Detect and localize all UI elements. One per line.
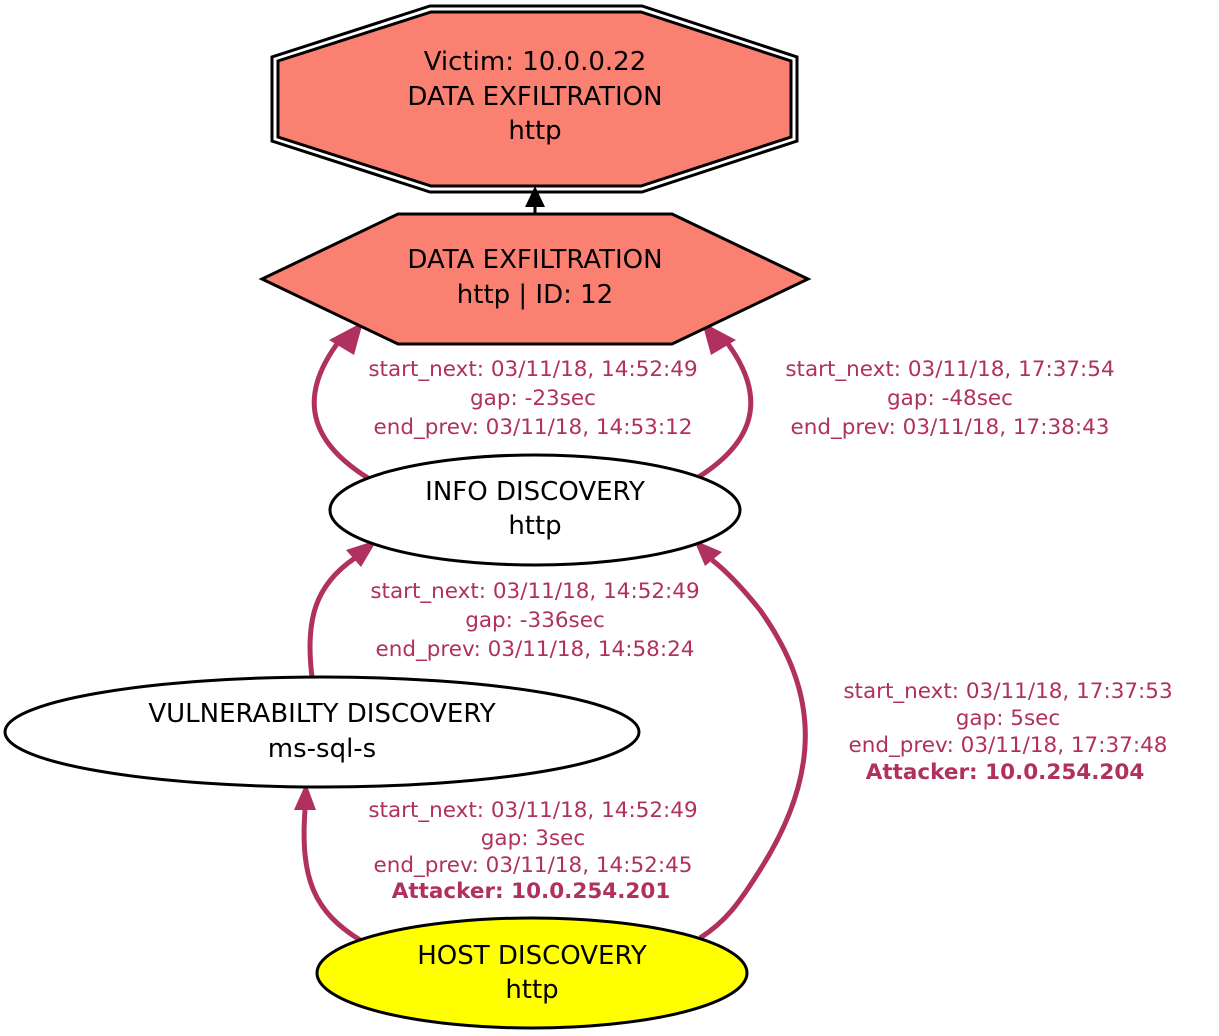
label-vuln-to-info: start_next: 03/11/18, 14:52:49 gap: -336… [370,579,699,662]
vuln-line-1: VULNERABILTY DISCOVERY [148,699,495,729]
label-end-prev: end_prev: 03/11/18, 14:58:24 [376,637,695,662]
label-info-to-exfil-right: start_next: 03/11/18, 17:37:54 gap: -48s… [785,357,1114,440]
node-data-exfiltration[interactable]: DATA EXFILTRATION http | ID: 12 [258,212,812,346]
victim-line-1: Victim: 10.0.0.22 [424,47,647,77]
edge-host-to-info [694,540,808,941]
label-gap: gap: 3sec [481,826,585,851]
info-line-1: INFO DISCOVERY [425,477,645,507]
exfil-line-2: http | ID: 12 [457,280,613,310]
label-host-to-vuln: start_next: 03/11/18, 14:52:49 gap: 3sec… [368,798,697,904]
info-line-2: http [508,511,561,541]
vuln-line-2: ms-sql-s [268,734,376,764]
label-start-next: start_next: 03/11/18, 14:52:49 [368,798,697,823]
label-start-next: start_next: 03/11/18, 17:37:54 [785,357,1114,382]
label-attacker: Attacker: 10.0.254.204 [866,760,1145,785]
victim-line-3: http [508,116,561,146]
label-end-prev: end_prev: 03/11/18, 17:37:48 [849,733,1168,758]
label-start-next: start_next: 03/11/18, 17:37:53 [843,679,1172,704]
label-gap: gap: -336sec [465,608,605,633]
label-end-prev: end_prev: 03/11/18, 14:52:45 [374,853,693,878]
label-end-prev: end_prev: 03/11/18, 17:38:43 [791,415,1110,440]
node-host-discovery[interactable]: HOST DISCOVERY http [315,916,749,1030]
victim-line-2: DATA EXFILTRATION [407,82,662,112]
label-start-next: start_next: 03/11/18, 14:52:49 [368,357,697,382]
label-start-next: start_next: 03/11/18, 14:52:49 [370,579,699,604]
label-gap: gap: -48sec [887,386,1013,411]
label-gap: gap: -23sec [470,386,596,411]
edge-vuln-to-info [307,540,377,678]
label-host-to-info: start_next: 03/11/18, 17:37:53 gap: 5sec… [843,679,1172,785]
label-attacker: Attacker: 10.0.254.201 [392,879,671,904]
edge-exfil-to-victim [525,186,545,213]
node-victim[interactable]: Victim: 10.0.0.22 DATA EXFILTRATION http [270,4,799,194]
label-gap: gap: 5sec [956,706,1060,731]
node-vulnerability-discovery[interactable]: VULNERABILTY DISCOVERY ms-sql-s [3,675,641,789]
edge-info-to-exfil-right [695,322,754,481]
host-line-1: HOST DISCOVERY [417,941,647,971]
host-line-2: http [505,975,558,1005]
label-end-prev: end_prev: 03/11/18, 14:53:12 [374,415,693,440]
edge-host-to-vuln [294,783,362,943]
edge-info-to-exfil-left [311,322,370,481]
label-info-to-exfil-left: start_next: 03/11/18, 14:52:49 gap: -23s… [368,357,697,440]
node-info-discovery[interactable]: INFO DISCOVERY http [328,453,742,567]
exfil-line-1: DATA EXFILTRATION [407,245,662,275]
